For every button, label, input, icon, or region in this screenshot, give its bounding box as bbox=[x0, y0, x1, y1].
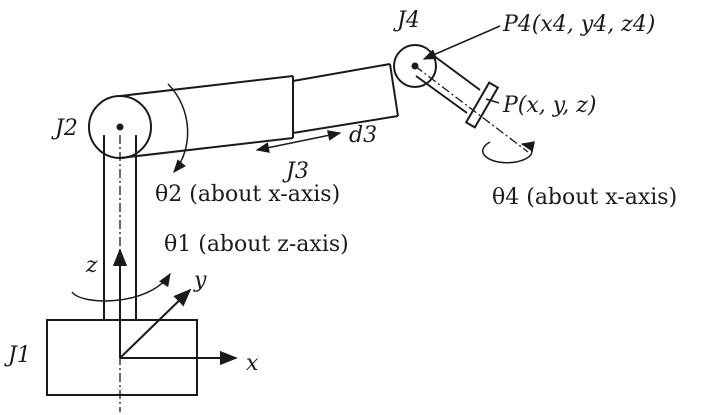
theta2-rotation-arrow bbox=[167, 83, 189, 174]
label-axis-z: z bbox=[85, 253, 98, 278]
label-axis-x: x bbox=[246, 351, 259, 376]
p4-leader-line bbox=[422, 25, 501, 60]
y-axis-arrow bbox=[119, 288, 192, 359]
wrist-link bbox=[414, 52, 529, 153]
theta4-rotation-arrow bbox=[482, 141, 536, 164]
label-j3: J3 bbox=[282, 159, 309, 184]
label-j2: J2 bbox=[51, 116, 78, 141]
label-theta2: θ2 (about x-axis) bbox=[155, 182, 340, 207]
d3-arrow bbox=[255, 130, 342, 153]
arm-link bbox=[119, 63, 399, 159]
label-theta1: θ1 (about z-axis) bbox=[164, 232, 349, 257]
p-leader-line bbox=[485, 98, 500, 104]
label-j4: J4 bbox=[393, 8, 420, 33]
label-theta4: θ4 (about x-axis) bbox=[492, 185, 677, 210]
label-d3: d3 bbox=[349, 123, 377, 148]
label-j1: J1 bbox=[4, 343, 31, 368]
label-p4: P4(x4, y4, z4) bbox=[502, 12, 655, 37]
joint-j4 bbox=[393, 44, 437, 88]
label-p: P(x, y, z) bbox=[502, 93, 596, 118]
theta1-rotation-arrow bbox=[71, 272, 171, 302]
label-axis-y: y bbox=[193, 268, 207, 293]
